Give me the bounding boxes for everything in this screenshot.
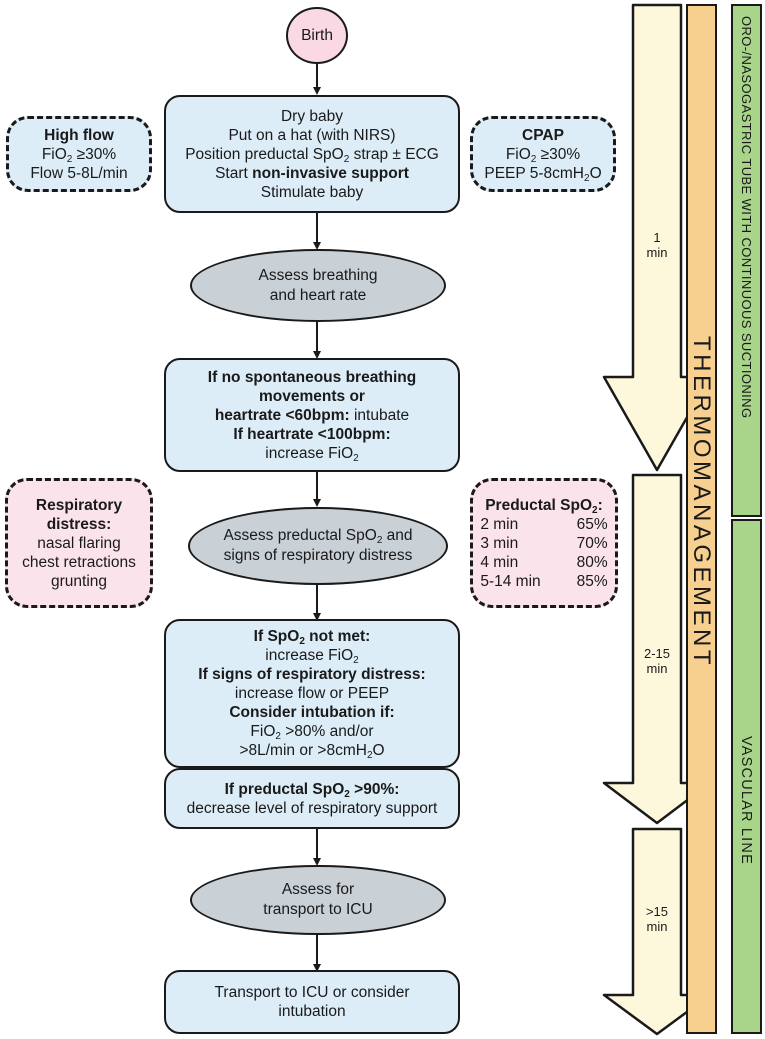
box3-line1: If SpO2 not met: [253, 628, 371, 647]
spo2-time: 4 min [480, 553, 519, 571]
spo2-time: 5-14 min [480, 572, 541, 590]
box2-line3: heartrate <60bpm: intubate [214, 406, 410, 424]
duration-1min-unit: min [646, 245, 668, 260]
cpap-peep: PEEP 5-8cmH2O [484, 164, 602, 184]
decrease-support-box: If preductal SpO2 >90%: decrease level o… [164, 768, 460, 829]
spo2-time: 2 min [480, 515, 519, 533]
respiratory-distress-box: Respiratory distress: nasal flaring ches… [5, 478, 153, 608]
box2-line5: increase FiO2 [265, 444, 359, 464]
box3-line6: FiO2 >80% and/or [250, 723, 374, 742]
spo2-targets-box: Preductal SpO2: 2 min 65% 3 min 70% 4 min 8… [470, 478, 618, 608]
box2-line1: If no spontaneous breathing [207, 368, 417, 386]
timeline-arrow-2-15min [602, 473, 712, 825]
assess1-line1: Assess breathing [258, 266, 378, 284]
assess3-line1: Assess for [281, 881, 355, 898]
high-flow-box: High flow FiO2 ≥30% Flow 5-8L/min [6, 116, 152, 192]
duration-2-15min: 2-15 min [633, 646, 681, 676]
transport-box: Transport to ICU or consider intubation [164, 970, 460, 1034]
timeline-arrow-1min [602, 3, 712, 472]
intubate-decision-box: If no spontaneous breathing movements or… [164, 358, 460, 472]
step-stimulate: Stimulate baby [260, 183, 364, 201]
assess-breathing-node: Assess breathing and heart rate [190, 249, 446, 322]
spo2-time: 3 min [480, 534, 519, 552]
cpap-title: CPAP [522, 126, 564, 144]
thermomanagement-bar: THERMOMANAGEMENT [686, 4, 717, 1034]
step-spo2-strap: Position preductal SpO2 strap ± ECG [185, 145, 439, 165]
spo2-not-met-box: If SpO2 not met: increase FiO2 If signs … [164, 619, 460, 768]
orogastric-tube-bar: ORO-/NASOGASTRIC TUBE WITH CONTINUOUS SU… [731, 4, 762, 517]
high-flow-flow: Flow 5-8L/min [30, 164, 128, 182]
spo2-target: 80% [576, 553, 608, 571]
resp-sign-1: nasal flaring [37, 534, 121, 552]
duration-2-15-value: 2-15 [643, 646, 671, 661]
birth-label: Birth [301, 26, 333, 44]
orogastric-tube-label: ORO-/NASOGASTRIC TUBE WITH CONTINUOUS SU… [739, 16, 754, 419]
resp-title2: distress: [46, 515, 112, 533]
box2-line4: If heartrate <100bpm: [233, 425, 391, 443]
box3-line3: If signs of respiratory distress: [198, 666, 426, 683]
final-line1: Transport to ICU or consider [214, 984, 410, 1001]
final-line2: intubation [278, 1003, 346, 1020]
duration-1min: 1 min [633, 230, 681, 260]
duration-over15-value: >15 [645, 904, 669, 919]
assess2-line1: Assess preductal SpO2 and [223, 527, 413, 546]
duration-1min-value: 1 [653, 230, 661, 245]
resp-title1: Respiratory [35, 496, 123, 514]
timeline-arrow-over15min [602, 827, 712, 1036]
high-flow-fio2: FiO2 ≥30% [41, 145, 117, 165]
vascular-line-label: VASCULAR LINE [738, 736, 754, 865]
step-hat: Put on a hat (with NIRS) [228, 126, 396, 144]
spo2-target: 65% [576, 515, 608, 533]
box2-line2: movements or [259, 387, 365, 405]
birth-node: Birth [286, 7, 348, 64]
spo2-target-table: 2 min 65% 3 min 70% 4 min 80% 5-14 min 85% [480, 515, 607, 591]
initial-steps-box: Dry baby Put on a hat (with NIRS) Positi… [164, 95, 460, 213]
assess-spo2-node: Assess preductal SpO2 and signs of respi… [188, 507, 448, 585]
assess2-line2: signs of respiratory distress [223, 547, 413, 564]
assess-transport-node: Assess for transport to ICU [190, 865, 446, 935]
spo2-target: 70% [576, 534, 608, 552]
thermomanagement-label: THERMOMANAGEMENT [688, 336, 715, 668]
resp-sign-3: grunting [50, 572, 107, 590]
vascular-line-bar: VASCULAR LINE [731, 519, 762, 1034]
box3-line5: Consider intubation if: [229, 704, 395, 721]
box3-line4: increase flow or PEEP [234, 685, 390, 702]
box4-line2: decrease level of respiratory support [186, 799, 438, 817]
step-start-support: Start non-invasive support [215, 164, 409, 182]
resp-sign-2: chest retractions [22, 553, 136, 571]
spo2-title: Preductal SpO2: [485, 496, 603, 516]
duration-over15-unit: min [646, 919, 668, 934]
duration-over15min: >15 min [633, 904, 681, 934]
duration-2-15-unit: min [646, 661, 668, 676]
box3-line7: >8L/min or >8cmH2O [239, 742, 385, 761]
cpap-fio2: FiO2 ≥30% [505, 145, 581, 165]
assess1-line2: and heart rate [269, 286, 367, 304]
high-flow-title: High flow [44, 126, 114, 144]
cpap-box: CPAP FiO2 ≥30% PEEP 5-8cmH2O [470, 116, 616, 192]
assess3-line2: transport to ICU [263, 901, 373, 918]
spo2-target: 85% [576, 572, 608, 590]
step-dry-baby: Dry baby [280, 107, 344, 125]
box4-line1: If preductal SpO2 >90%: [224, 780, 400, 800]
box3-line2: increase FiO2 [265, 647, 359, 666]
